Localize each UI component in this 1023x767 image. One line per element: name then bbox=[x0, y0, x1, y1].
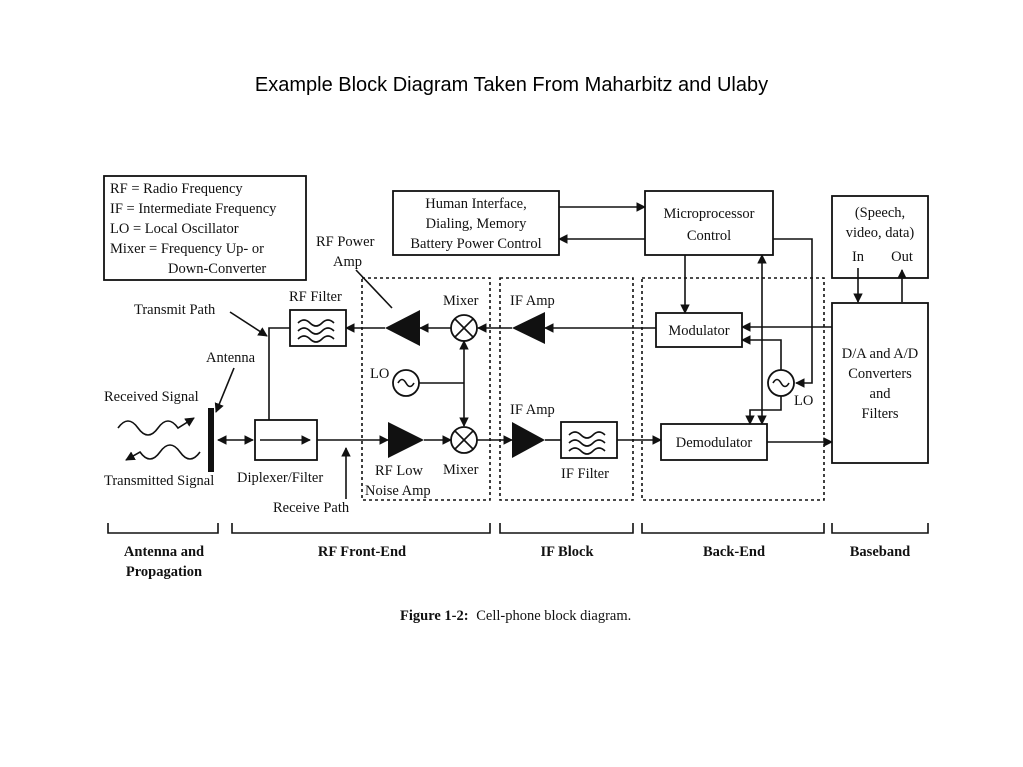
microprocessor-control-box: Microprocessor Control bbox=[644, 190, 774, 256]
received-signal-label: Received Signal bbox=[104, 389, 199, 405]
micro-to-lo-line bbox=[773, 238, 813, 388]
transmit-path-label: Transmit Path bbox=[134, 302, 216, 318]
microprocessor-line: Microprocessor bbox=[663, 206, 754, 222]
lo-to-demod-line bbox=[745, 396, 782, 425]
page-title: Example Block Diagram Taken From Maharbi… bbox=[254, 74, 769, 96]
antenna-label: Antenna bbox=[206, 350, 256, 366]
transmitted-signal-label: Transmitted Signal bbox=[104, 473, 214, 489]
legend-line: Mixer = Frequency Up- or bbox=[110, 241, 264, 257]
sine-icon bbox=[397, 378, 415, 388]
lo-to-modulator-line bbox=[741, 335, 782, 370]
lo-right-label: LO bbox=[794, 393, 813, 409]
diplexer-label: Diplexer/Filter bbox=[237, 470, 323, 486]
section-label-back-end: Back-End bbox=[703, 544, 765, 560]
demodulator-box bbox=[660, 423, 768, 461]
filter-icon bbox=[568, 431, 606, 455]
rf-filter-label: RF Filter bbox=[289, 289, 342, 305]
legend-box: RF = Radio Frequency IF = Intermediate F… bbox=[103, 175, 307, 281]
mixer-bottom-label: Mixer bbox=[443, 462, 479, 478]
human-interface-box: Human Interface, Dialing, Memory Battery… bbox=[392, 190, 560, 256]
antenna-pointer bbox=[214, 367, 235, 413]
back-end-region bbox=[641, 277, 825, 501]
if-block-region bbox=[499, 277, 634, 501]
rf-power-amp-pointer bbox=[355, 269, 393, 309]
caption-prefix: Figure 1-2: bbox=[400, 608, 469, 624]
transmitted-wave bbox=[125, 444, 201, 461]
converters-line: Converters bbox=[848, 366, 912, 382]
legend-line: IF = Intermediate Frequency bbox=[110, 201, 277, 217]
rf-filter-box bbox=[289, 309, 347, 347]
speech-line: video, data) bbox=[846, 225, 915, 241]
if-amp-bottom-triangle bbox=[512, 422, 545, 458]
legend-line: Down-Converter bbox=[168, 261, 266, 277]
rf-lna-triangle bbox=[388, 422, 424, 458]
human-interface-line: Dialing, Memory bbox=[426, 216, 527, 232]
converters-line: Filters bbox=[861, 406, 898, 422]
received-wave bbox=[117, 417, 195, 436]
modulator-label: Modulator bbox=[668, 323, 729, 339]
rf-power-amp-triangle bbox=[385, 310, 420, 346]
filter-icon bbox=[297, 319, 335, 343]
figure-caption: Figure 1-2: Cell-phone block diagram. bbox=[400, 608, 631, 624]
rf-power-amp-label: RF Power bbox=[316, 234, 375, 250]
receive-path-label: Receive Path bbox=[273, 500, 350, 516]
rf-power-amp-label: Amp bbox=[333, 254, 362, 270]
human-interface-line: Human Interface, bbox=[425, 196, 526, 212]
section-label-baseband: Baseband bbox=[850, 544, 910, 560]
rf-lna-label: RF Low bbox=[375, 463, 423, 479]
demodulator-label: Demodulator bbox=[676, 435, 753, 451]
microprocessor-line: Control bbox=[687, 228, 731, 244]
mixer-top-label: Mixer bbox=[443, 293, 479, 309]
rf-lna-label: Noise Amp bbox=[365, 483, 431, 499]
section-label-if-block: IF Block bbox=[540, 544, 594, 560]
section-brackets bbox=[107, 523, 929, 534]
legend-line: RF = Radio Frequency bbox=[110, 181, 243, 197]
converters-line: D/A and A/D bbox=[842, 346, 919, 362]
caption-text: Cell-phone block diagram. bbox=[476, 608, 631, 624]
legend-line: LO = Local Oscillator bbox=[110, 221, 239, 237]
if-amp-top-triangle bbox=[512, 312, 545, 344]
speech-line: (Speech, bbox=[855, 205, 905, 221]
speech-in-label: In bbox=[852, 249, 865, 265]
transmit-path-pointer bbox=[229, 311, 268, 337]
if-filter-box bbox=[560, 421, 618, 459]
section-label-antenna: Propagation bbox=[126, 564, 202, 580]
sine-icon bbox=[772, 378, 790, 388]
converters-box: D/A and A/D Converters and Filters bbox=[831, 302, 929, 464]
modulator-box bbox=[655, 312, 743, 348]
rf-front-end-region bbox=[361, 277, 491, 501]
if-amp-bottom-label: IF Amp bbox=[510, 402, 555, 418]
converters-line: and bbox=[870, 386, 892, 402]
section-label-antenna: Antenna and bbox=[124, 544, 204, 560]
human-interface-line: Battery Power Control bbox=[410, 236, 541, 252]
if-filter-label: IF Filter bbox=[561, 466, 609, 482]
section-label-rf-front-end: RF Front-End bbox=[318, 544, 406, 560]
antenna-bar bbox=[208, 408, 214, 472]
if-amp-top-label: IF Amp bbox=[510, 293, 555, 309]
speech-video-data-box: (Speech, video, data) In Out bbox=[831, 195, 929, 279]
lo-left-label: LO bbox=[370, 366, 389, 382]
speech-out-label: Out bbox=[891, 249, 913, 265]
